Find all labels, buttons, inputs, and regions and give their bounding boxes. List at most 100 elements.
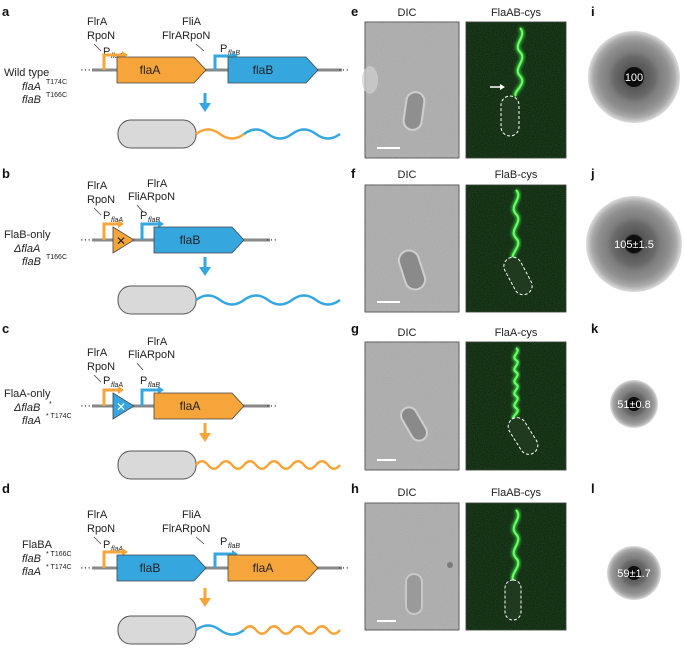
- panel-label-c: c: [2, 321, 9, 336]
- row-a: a Wild type flaA T174C flaB T166C FlrA R…: [2, 4, 680, 159]
- genotype-line2: flaA: [22, 415, 41, 427]
- strain-name: FlaB-only: [4, 229, 51, 241]
- row-b: b FlaB-only ΔflaA flaB T166C FlrA RpoN P…: [2, 166, 682, 315]
- panel-label-e: e: [351, 4, 358, 19]
- swim-value: 105±1.5: [614, 239, 654, 251]
- fluor-header: FlaAB-cys: [491, 7, 542, 19]
- dna-dots-right: ···: [266, 400, 277, 412]
- deleted-gene-flaB: [112, 392, 135, 420]
- panel-label-g: g: [351, 321, 359, 336]
- promoter2-arrow: [213, 54, 232, 70]
- flagellum-flaA-segment: [243, 625, 341, 635]
- flagellum-flaB-segment: [195, 624, 245, 636]
- gene-box-flaB: [153, 226, 245, 254]
- fluor-header: FlaB-cys: [495, 169, 538, 181]
- panel-label-f: f: [351, 166, 356, 181]
- dic-image: [364, 341, 460, 471]
- expression-arrow: [199, 103, 211, 112]
- promoter1-arrow: [102, 222, 118, 240]
- fluor-image: [465, 502, 567, 631]
- promoter2-factor: FliA: [182, 509, 202, 521]
- dic-image: [362, 21, 460, 159]
- promoter2-arrow: [140, 388, 158, 406]
- gene-box-flaB: [227, 56, 319, 84]
- genotype-line1: ΔflaA: [13, 243, 40, 255]
- genotype-line2-sup: * T174C: [46, 564, 72, 571]
- fluor-image: [465, 184, 567, 313]
- dna-dots-left: ···: [80, 234, 91, 246]
- cell-outline: [500, 95, 520, 137]
- promoter2-arrow: [140, 222, 158, 240]
- promoter2-factor: FlrARpoN: [162, 30, 210, 42]
- promoter1-label: P: [103, 375, 110, 387]
- flagellum-flaB-segment: [243, 128, 341, 140]
- dic-image: [364, 184, 460, 313]
- fluor-header: FlaAB-cys: [491, 487, 542, 499]
- promoter2-sub: flaB: [148, 217, 160, 224]
- promoter2-factor: FliA: [182, 16, 202, 28]
- cell-body: [117, 450, 197, 480]
- promoter1-factor: FlrA: [87, 16, 108, 28]
- panel-label-k: k: [591, 321, 599, 336]
- gene-box-flaA: [116, 56, 207, 84]
- dna-dots-right: ···: [338, 64, 349, 76]
- promoter1-sub: flaA: [111, 382, 123, 389]
- promoter2-factor: FlrA: [147, 336, 168, 348]
- genotype-line1: flaB: [22, 553, 41, 565]
- dna-dots-right: ···: [338, 562, 349, 574]
- gene-label: flaA: [180, 399, 201, 413]
- genotype-line2-sup: T166C: [46, 92, 67, 99]
- promoter2-factor: FlrARpoN: [162, 523, 210, 535]
- deletion-mark: ✕: [116, 234, 126, 248]
- gene-box-flaA: [153, 392, 245, 420]
- fluor-header: FlaA-cys: [495, 327, 538, 339]
- promoter2-label: P: [140, 210, 147, 222]
- genotype-line2: flaA: [22, 566, 41, 578]
- panel-label-h: h: [351, 481, 359, 496]
- genotype-line2-sup: * T174C: [46, 413, 72, 420]
- cell-outline: [503, 256, 533, 296]
- gene-label: flaA: [140, 63, 161, 77]
- promoter2-factor: FliARpoN: [128, 349, 175, 361]
- promoter1-factor: FlrA: [87, 347, 108, 359]
- gene-label: flaA: [253, 561, 274, 575]
- genotype-line2: flaB: [22, 256, 41, 268]
- promoter1-factor: FlrA: [87, 180, 108, 192]
- promoter1-label: P: [103, 210, 110, 222]
- dic-header: DIC: [398, 487, 417, 499]
- row-d: d FlaBA flaB * T166C flaA * T174C FlrA R…: [2, 481, 661, 645]
- swim-value: 59±1.7: [617, 568, 651, 580]
- expression-arrow: [199, 433, 211, 442]
- promoter1-sub: flaA: [111, 217, 123, 224]
- promoter2-label: P: [220, 43, 227, 55]
- flagellum-flaA-segment: [195, 128, 245, 140]
- cell-outline: [507, 417, 539, 455]
- deletion-mark: ✕: [116, 400, 126, 414]
- promoter1-factor: RpoN: [87, 30, 115, 42]
- strain-name: Wild type: [4, 67, 49, 79]
- dna-dots-left: ···: [80, 64, 91, 76]
- promoter1-label: P: [103, 46, 110, 58]
- genotype-line1: ΔflaB: [13, 402, 40, 414]
- row-c: c FlaA-only ΔflaB * flaA * T174C FlrA Rp…: [2, 321, 658, 480]
- promoter1-sub: flaA: [111, 546, 123, 553]
- strain-name: FlaBA: [22, 539, 53, 551]
- swim-value: 51±0.8: [617, 399, 651, 411]
- panel-label-d: d: [2, 481, 10, 496]
- promoter1-arrow: [102, 388, 118, 406]
- genotype-line1-sup: *: [49, 401, 52, 408]
- dna-dots-left: ···: [80, 400, 91, 412]
- gene-label: flaB: [253, 63, 274, 77]
- gene-label: flaB: [140, 561, 161, 575]
- panel-label-i: i: [591, 4, 595, 19]
- promoter1-factor: FlrA: [87, 509, 108, 521]
- panel-label-j: j: [590, 166, 595, 181]
- promoter2-factor: FliARpoN: [128, 191, 175, 203]
- panel-label-a: a: [2, 4, 10, 19]
- gene-label: flaB: [180, 233, 201, 247]
- promoter1-arrow: [102, 53, 122, 70]
- cell-outline: [504, 579, 522, 621]
- dic-header: DIC: [398, 7, 417, 19]
- cell-body: [117, 615, 197, 645]
